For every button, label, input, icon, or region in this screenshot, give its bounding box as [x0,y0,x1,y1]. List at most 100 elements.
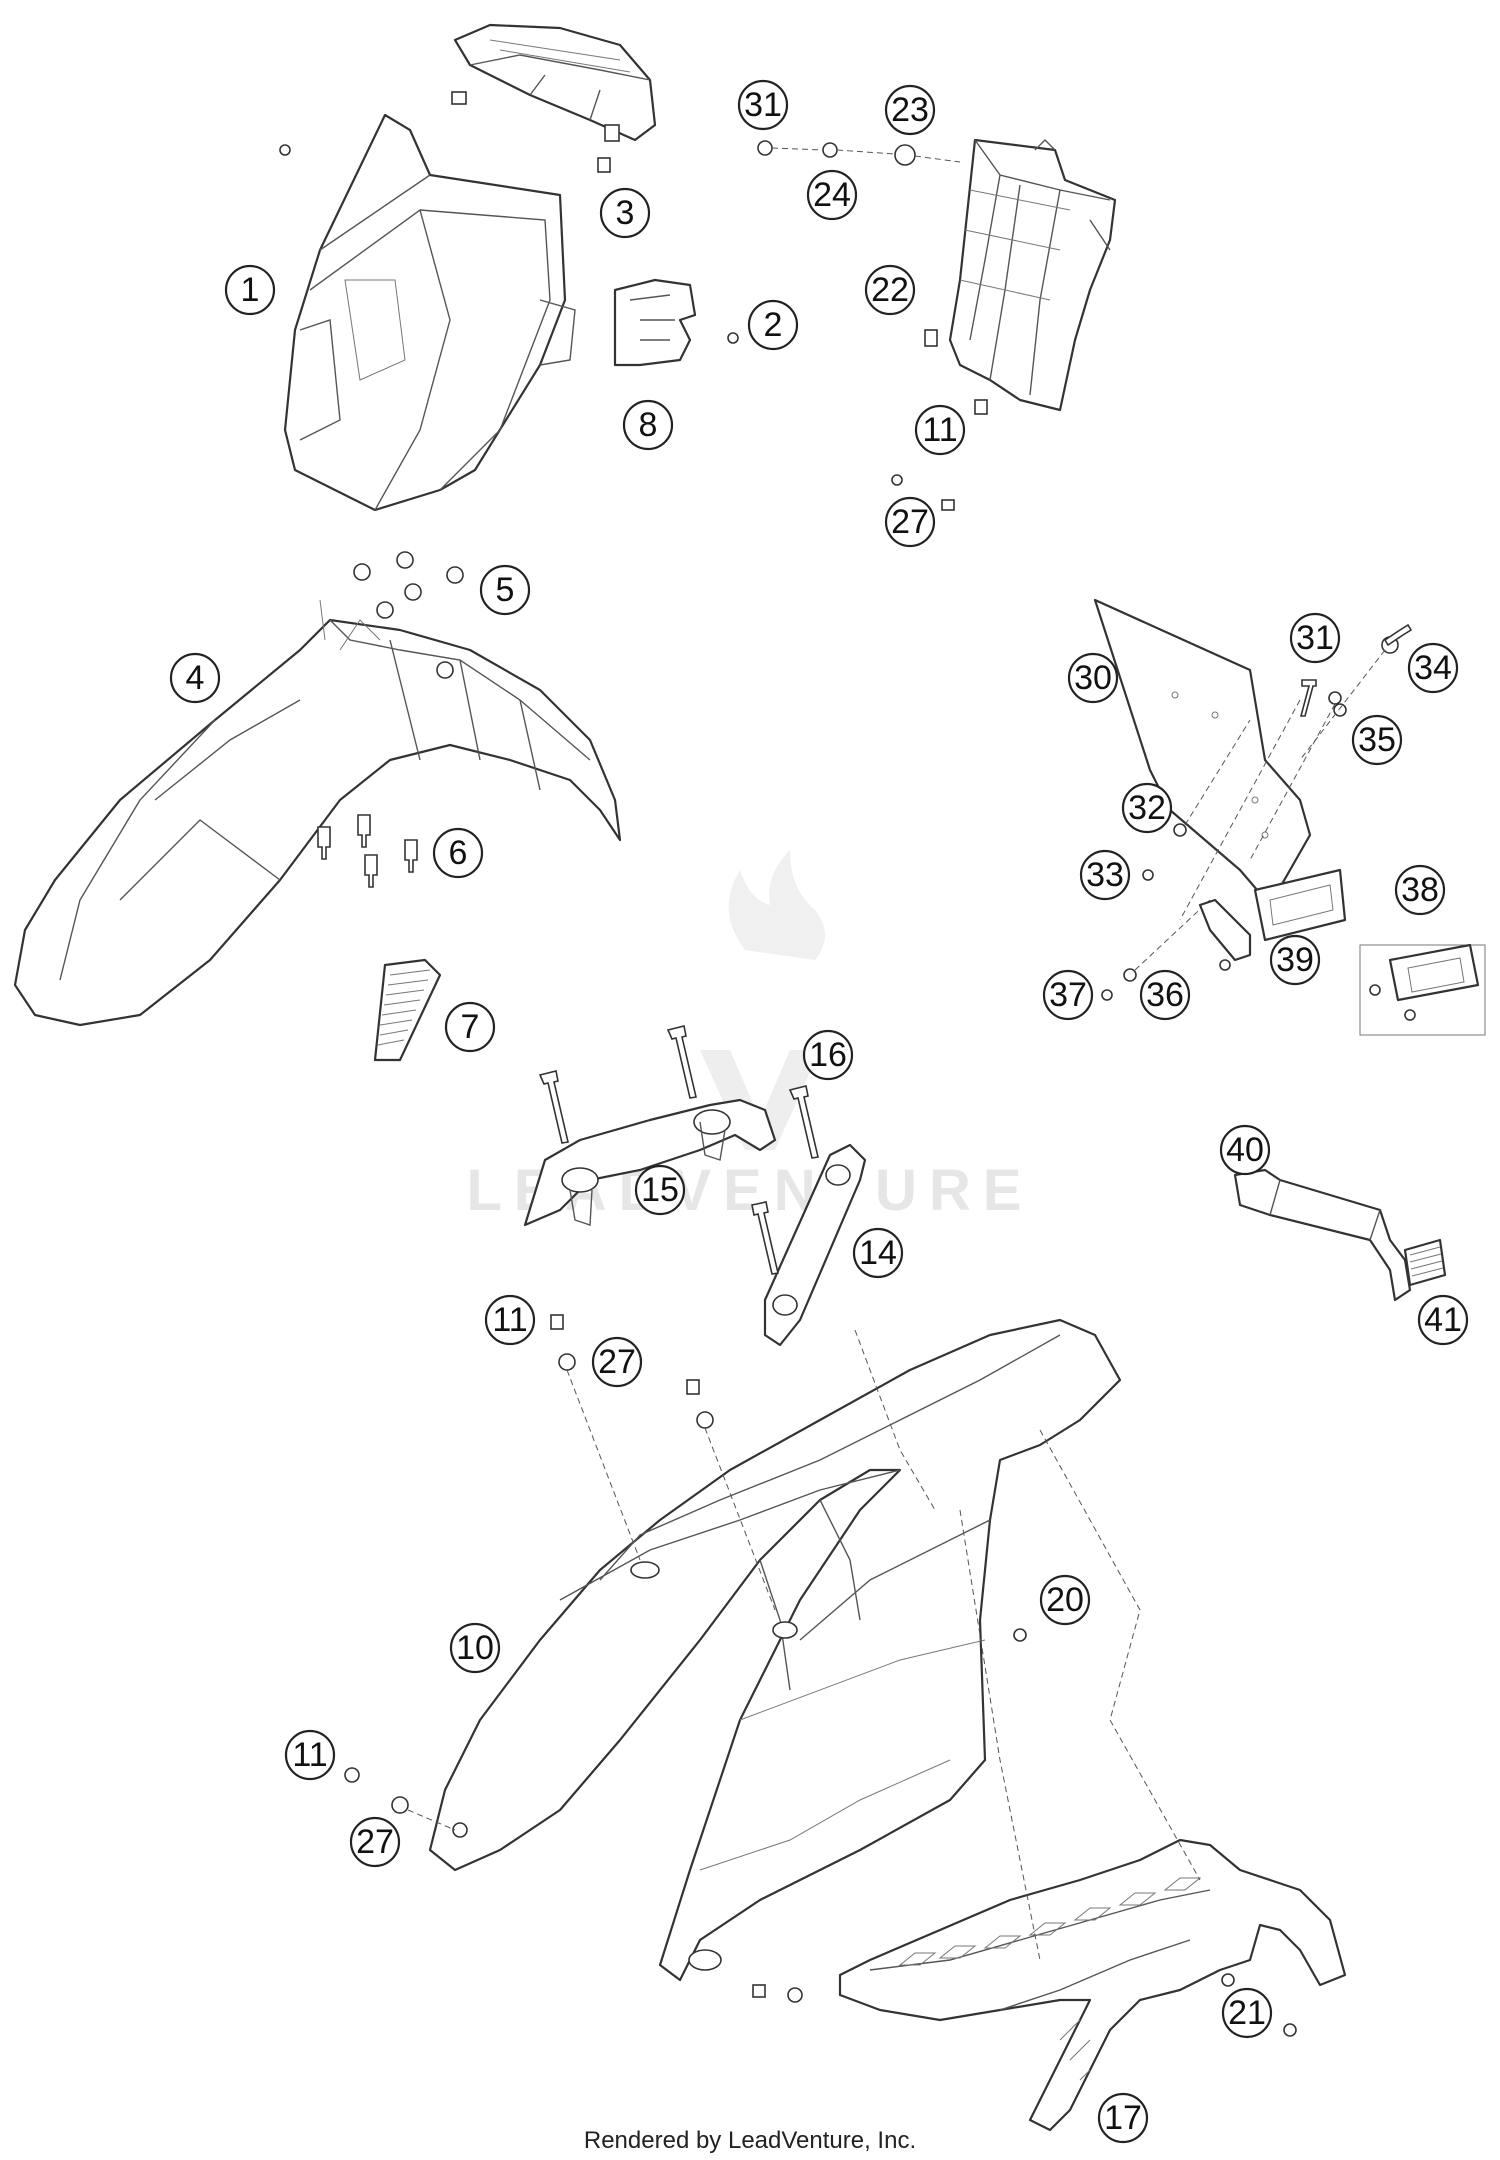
part-rear-fender [428,1318,1122,1982]
svg-text:8: 8 [639,406,658,444]
callout-14: 14 [852,1227,904,1279]
hw-screw-top [279,144,291,156]
part-license-plate-30 [1093,598,1312,907]
svg-text:21: 21 [1228,1994,1266,2032]
svg-text:24: 24 [813,176,851,214]
svg-text:11: 11 [922,411,957,449]
callout-1: 1 [224,264,276,316]
svg-text:3: 3 [616,194,635,232]
hw-upper-fasteners [757,140,961,166]
part-reflector-41 [1403,1238,1447,1287]
callout-17: 17 [1097,2092,1149,2144]
svg-text:22: 22 [871,271,909,309]
callout-36: 36 [1139,969,1191,1021]
svg-text:11: 11 [492,1301,527,1339]
svg-text:31: 31 [1296,619,1334,657]
callout-41: 41 [1417,1294,1469,1346]
callout-6: 6 [432,827,484,879]
svg-text:36: 36 [1146,976,1184,1014]
svg-text:33: 33 [1086,856,1124,894]
hw-rear-fender-fasteners [344,1314,1027,2003]
svg-text:14: 14 [859,1234,897,1272]
callout-27b: 27 [591,1336,643,1388]
part-rear-subframe [838,1838,1347,2132]
callout-37: 37 [1042,969,1094,1021]
svg-text:17: 17 [1104,2099,1142,2137]
callout-20: 20 [1039,1574,1091,1626]
callout-4: 4 [169,652,221,704]
part-bracket-40 [1233,1168,1412,1302]
hw-nuts-5 [353,551,464,601]
callout-39: 39 [1269,934,1321,986]
callout-15: 15 [634,1164,686,1216]
callout-24: 24 [806,169,858,221]
svg-text:15: 15 [641,1171,679,1209]
svg-text:5: 5 [496,571,515,609]
callout-40: 40 [1219,1124,1271,1176]
svg-text:27: 27 [598,1343,636,1381]
callout-23: 23 [884,84,936,136]
callout-10: 10 [449,1622,501,1674]
svg-text:41: 41 [1424,1301,1462,1339]
callout-32: 32 [1121,782,1173,834]
svg-text:39: 39 [1276,941,1314,979]
footer-credit: Rendered by LeadVenture, Inc. [584,2127,916,2154]
svg-text:27: 27 [356,1823,394,1861]
part-bracket-8 [613,278,739,367]
callout-11a: 11 [914,404,966,456]
svg-text:31: 31 [744,86,782,124]
callout-34: 34 [1407,642,1459,694]
hw-clip-3 [597,157,611,173]
hw-bolts-16 [538,1025,819,1159]
svg-text:23: 23 [891,91,929,129]
callout-8: 8 [622,399,674,451]
svg-text:10: 10 [456,1629,494,1667]
leader-lines [854,1329,1201,1961]
callout-31b: 31 [1289,612,1341,664]
svg-text:2: 2 [764,306,783,344]
svg-text:6: 6 [449,834,468,872]
svg-text:4: 4 [186,659,205,697]
part-headlight-unit [451,23,657,142]
part-front-fender [13,599,622,1027]
part-headlight-mask [283,113,576,512]
svg-text:27: 27 [891,503,929,541]
svg-text:7: 7 [461,1008,480,1046]
callout-11b: 11 [484,1294,536,1346]
callout-22: 22 [864,264,916,316]
callout-7: 7 [444,1001,496,1053]
callout-31a: 31 [737,79,789,131]
callout-2: 2 [747,299,799,351]
svg-text:16: 16 [809,1036,847,1074]
hw-screws-6 [317,814,418,888]
svg-text:38: 38 [1401,871,1439,909]
callout-21: 21 [1221,1987,1273,2039]
part-grab-handle-15 [523,1098,777,1227]
callout-16: 16 [802,1029,854,1081]
svg-text:11: 11 [292,1736,327,1774]
callout-38: 38 [1394,864,1446,916]
svg-text:37: 37 [1049,976,1087,1014]
callout-33: 33 [1079,849,1131,901]
svg-text:1: 1 [241,271,260,309]
hw-washers-27-upper [891,474,955,511]
part-number-plate-holder [924,138,1117,415]
callout-35: 35 [1351,714,1403,766]
callout-27c: 27 [349,1816,401,1868]
part-plate-bracket-39 [1198,868,1347,971]
svg-text:35: 35 [1358,721,1396,759]
part-license-light-38 [1359,943,1486,1036]
callout-5: 5 [479,564,531,616]
part-side-handle-14 [751,1143,867,1347]
svg-text:20: 20 [1046,1581,1084,1619]
callout-27a: 27 [884,496,936,548]
callout-3: 3 [599,187,651,239]
svg-text:40: 40 [1226,1131,1264,1169]
hw-plate-fasteners [1101,623,1413,1001]
callout-11c: 11 [284,1729,336,1781]
part-reflector-7 [373,958,442,1062]
callout-30: 30 [1067,652,1119,704]
svg-text:30: 30 [1074,659,1112,697]
svg-text:32: 32 [1128,789,1166,827]
